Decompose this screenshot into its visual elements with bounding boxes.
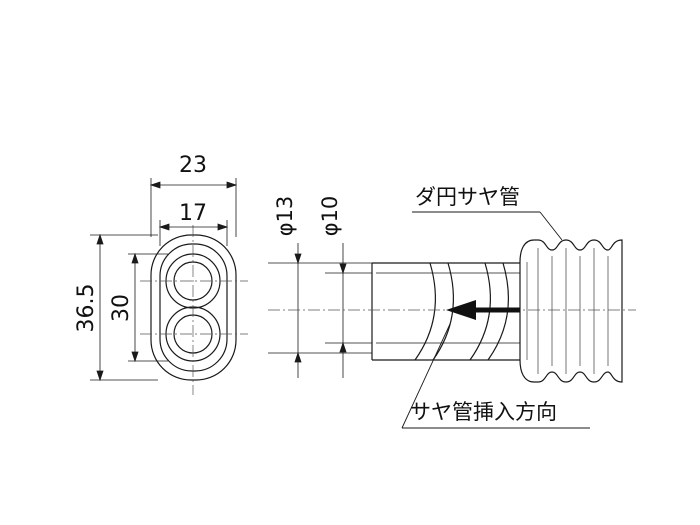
corrugated-conduit (519, 239, 623, 383)
inner-oval (159, 243, 228, 372)
conduit-label: ダ円サヤ管 (415, 185, 520, 209)
dim-36-5 (90, 233, 158, 382)
dim-inner-height-text: 30 (109, 294, 134, 322)
conduit-leader (412, 211, 563, 241)
dim-inner-width-text: 17 (179, 201, 207, 226)
outer-oval (150, 234, 237, 381)
dim-outer-height-text: 36.5 (74, 284, 99, 333)
insertion-direction-label: サヤ管挿入方向 (410, 400, 557, 424)
dim-30 (128, 252, 168, 363)
dim-phi10 (325, 243, 372, 378)
end-view (150, 234, 237, 381)
insertion-arrow-icon (446, 300, 520, 320)
dim-23 (149, 178, 238, 237)
dim-outer-width-text: 23 (179, 153, 207, 178)
end-view-center-lines (140, 225, 248, 395)
dim-17 (158, 220, 229, 246)
dim-outer-diameter-text: φ13 (273, 196, 297, 237)
direction-leader (401, 323, 590, 429)
dim-inner-diameter-text: φ10 (318, 196, 342, 237)
dim-phi13 (268, 243, 372, 378)
